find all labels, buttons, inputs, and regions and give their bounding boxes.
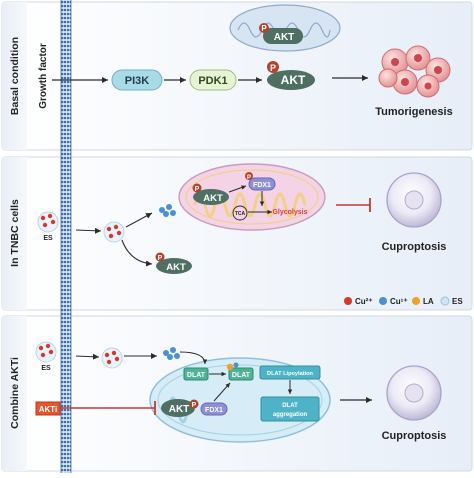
- tca-cycle: TCA: [232, 205, 248, 221]
- cuproptosis-label-tnbc: Cuproptosis: [382, 241, 447, 253]
- svg-text:P: P: [158, 255, 163, 262]
- svg-text:PI3K: PI3K: [125, 75, 150, 87]
- fdx1-node-tnbc: FDX1 P: [245, 172, 276, 191]
- svg-text:DLAT: DLAT: [232, 372, 251, 379]
- svg-text:AKT: AKT: [274, 32, 295, 43]
- dlat-aggregation-node: DLAT aggregation: [260, 396, 320, 422]
- panel-label-basal: Basal condition: [9, 37, 21, 115]
- legend-item-cu2: Cu²⁺: [344, 297, 373, 306]
- svg-text:ES: ES: [452, 297, 463, 306]
- svg-text:DLAT: DLAT: [282, 403, 298, 409]
- es-particle-inside-combine: [101, 347, 123, 369]
- cell-membrane: [60, 0, 72, 473]
- akt-node-tnbc-cyto: AKT P: [155, 252, 192, 274]
- svg-text:P: P: [247, 175, 251, 181]
- cu1-cluster-combine: [163, 347, 180, 360]
- svg-text:LA: LA: [423, 297, 434, 306]
- akt-node-tnbc-mito: AKT P: [192, 183, 229, 205]
- legend-item-es: ES: [440, 296, 463, 306]
- svg-text:AKT: AKT: [166, 262, 186, 273]
- pi3k-node: PI3K: [111, 69, 163, 91]
- svg-text:Cu¹⁺: Cu¹⁺: [390, 297, 408, 306]
- svg-text:DLAT Lipoylation: DLAT Lipoylation: [267, 371, 313, 377]
- svg-text:DLAT: DLAT: [187, 372, 206, 379]
- svg-text:aggregation: aggregation: [273, 412, 308, 418]
- svg-text:FDX1: FDX1: [253, 182, 271, 189]
- tumorigenesis-label: Tumorigenesis: [375, 106, 452, 118]
- glycolysis-label: Glycolysis: [272, 209, 307, 216]
- legend: Cu²⁺ Cu¹⁺ LA ES: [344, 296, 463, 306]
- svg-text:TCA: TCA: [235, 211, 246, 217]
- svg-text:Cu²⁺: Cu²⁺: [355, 297, 373, 306]
- svg-text:PDK1: PDK1: [198, 75, 227, 87]
- panel-label-tnbc: In TNBC cells: [9, 199, 21, 267]
- svg-text:AKT: AKT: [169, 404, 190, 415]
- svg-text:FDX1: FDX1: [205, 407, 223, 414]
- svg-text:P: P: [192, 402, 197, 409]
- svg-text:P: P: [270, 63, 276, 73]
- legend-item-la: LA: [412, 297, 434, 306]
- inhibition-tnbc: [336, 198, 371, 212]
- svg-text:AKTi: AKTi: [39, 405, 58, 414]
- dlat-lipoylation-node: DLAT Lipoylation: [259, 365, 321, 380]
- es-label-combine: ES: [41, 365, 51, 372]
- dlat-node-1: DLAT: [183, 367, 209, 381]
- dlat-node-2: DLAT: [226, 362, 254, 381]
- svg-text:P: P: [195, 186, 200, 193]
- mitochondrion-basal: AKT P: [229, 4, 341, 52]
- fdx1-node-combine: FDX1: [200, 402, 228, 416]
- svg-text:AKT: AKT: [281, 73, 306, 87]
- pdk1-node: PDK1: [189, 69, 237, 91]
- es-particle-tnbc: [37, 211, 59, 233]
- es-particle-inside-tnbc: [103, 221, 125, 243]
- cuproptosis-cell-tnbc: [386, 172, 442, 228]
- svg-text:AKT: AKT: [203, 193, 223, 204]
- tumor-cluster: [378, 45, 451, 98]
- es-label-tnbc: ES: [43, 235, 53, 242]
- akt-node-combine: AKT P: [161, 399, 199, 417]
- svg-text:P: P: [261, 24, 267, 33]
- cu1-cluster-tnbc: [159, 204, 176, 217]
- inhibition-akti: [60, 401, 156, 415]
- cuproptosis-label-combine: Cuproptosis: [382, 430, 447, 442]
- growth-factor-label: Growth factor: [38, 43, 49, 109]
- panel-label-combine: Combine AKTi: [9, 357, 21, 429]
- es-particle-combine: [35, 341, 57, 363]
- legend-item-cu1: Cu¹⁺: [379, 297, 408, 306]
- akt-node-basal: AKT P: [267, 61, 315, 90]
- akti-box: AKTi: [35, 401, 61, 416]
- cuproptosis-cell-combine: [386, 365, 442, 421]
- mitochondrion-tnbc: [178, 163, 326, 231]
